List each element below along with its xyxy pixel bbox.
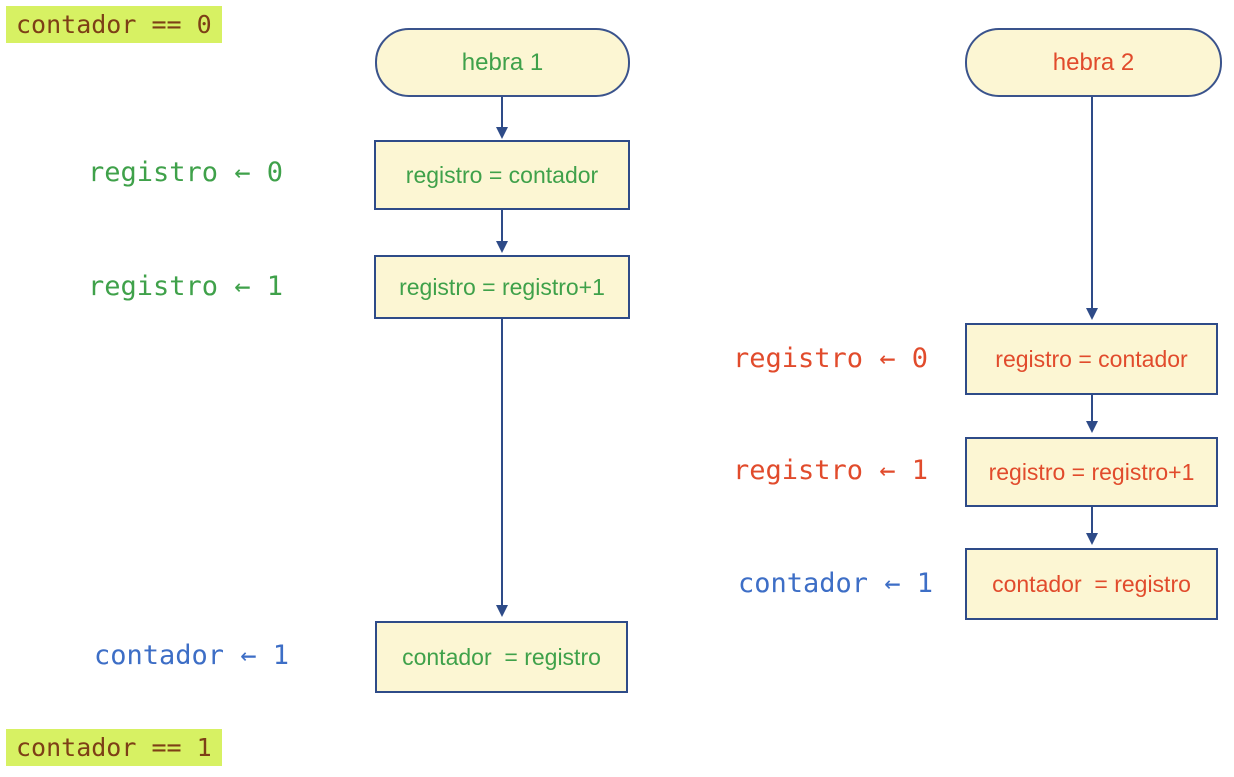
thread1-step2-box: registro = registro+1 — [374, 255, 630, 319]
thread1-connector-3 — [501, 319, 503, 605]
thread1-terminator: hebra 1 — [375, 28, 630, 97]
thread1-step2-annotation: registro ← 1 — [88, 271, 284, 302]
arrow-down-icon — [496, 605, 508, 617]
arrow-down-icon — [496, 127, 508, 139]
thread2-step3-box: contador = registro — [965, 548, 1218, 620]
thread1-connector-2 — [501, 210, 503, 241]
arrow-down-icon — [496, 241, 508, 253]
thread2-connector-1 — [1091, 97, 1093, 308]
thread2-step3-annotation: contador ← 1 — [738, 568, 934, 599]
thread1-connector-1 — [501, 97, 503, 127]
thread2-step2-box: registro = registro+1 — [965, 437, 1218, 507]
arrow-down-icon — [1086, 533, 1098, 545]
thread2-step1-annotation: registro ← 0 — [733, 343, 929, 374]
thread2-connector-2 — [1091, 395, 1093, 421]
shared-state-final: contador == 1 — [6, 729, 222, 766]
thread2-step2-annotation: registro ← 1 — [733, 455, 929, 486]
thread1-step3-box: contador = registro — [375, 621, 628, 693]
thread1-step1-box: registro = contador — [374, 140, 630, 210]
thread1-step1-annotation: registro ← 0 — [88, 157, 284, 188]
arrow-down-icon — [1086, 308, 1098, 320]
thread1-step3-annotation: contador ← 1 — [94, 640, 290, 671]
arrow-down-icon — [1086, 421, 1098, 433]
thread2-connector-3 — [1091, 507, 1093, 533]
thread2-step1-box: registro = contador — [965, 323, 1218, 395]
shared-state-initial: contador == 0 — [6, 6, 222, 43]
thread2-terminator: hebra 2 — [965, 28, 1222, 97]
